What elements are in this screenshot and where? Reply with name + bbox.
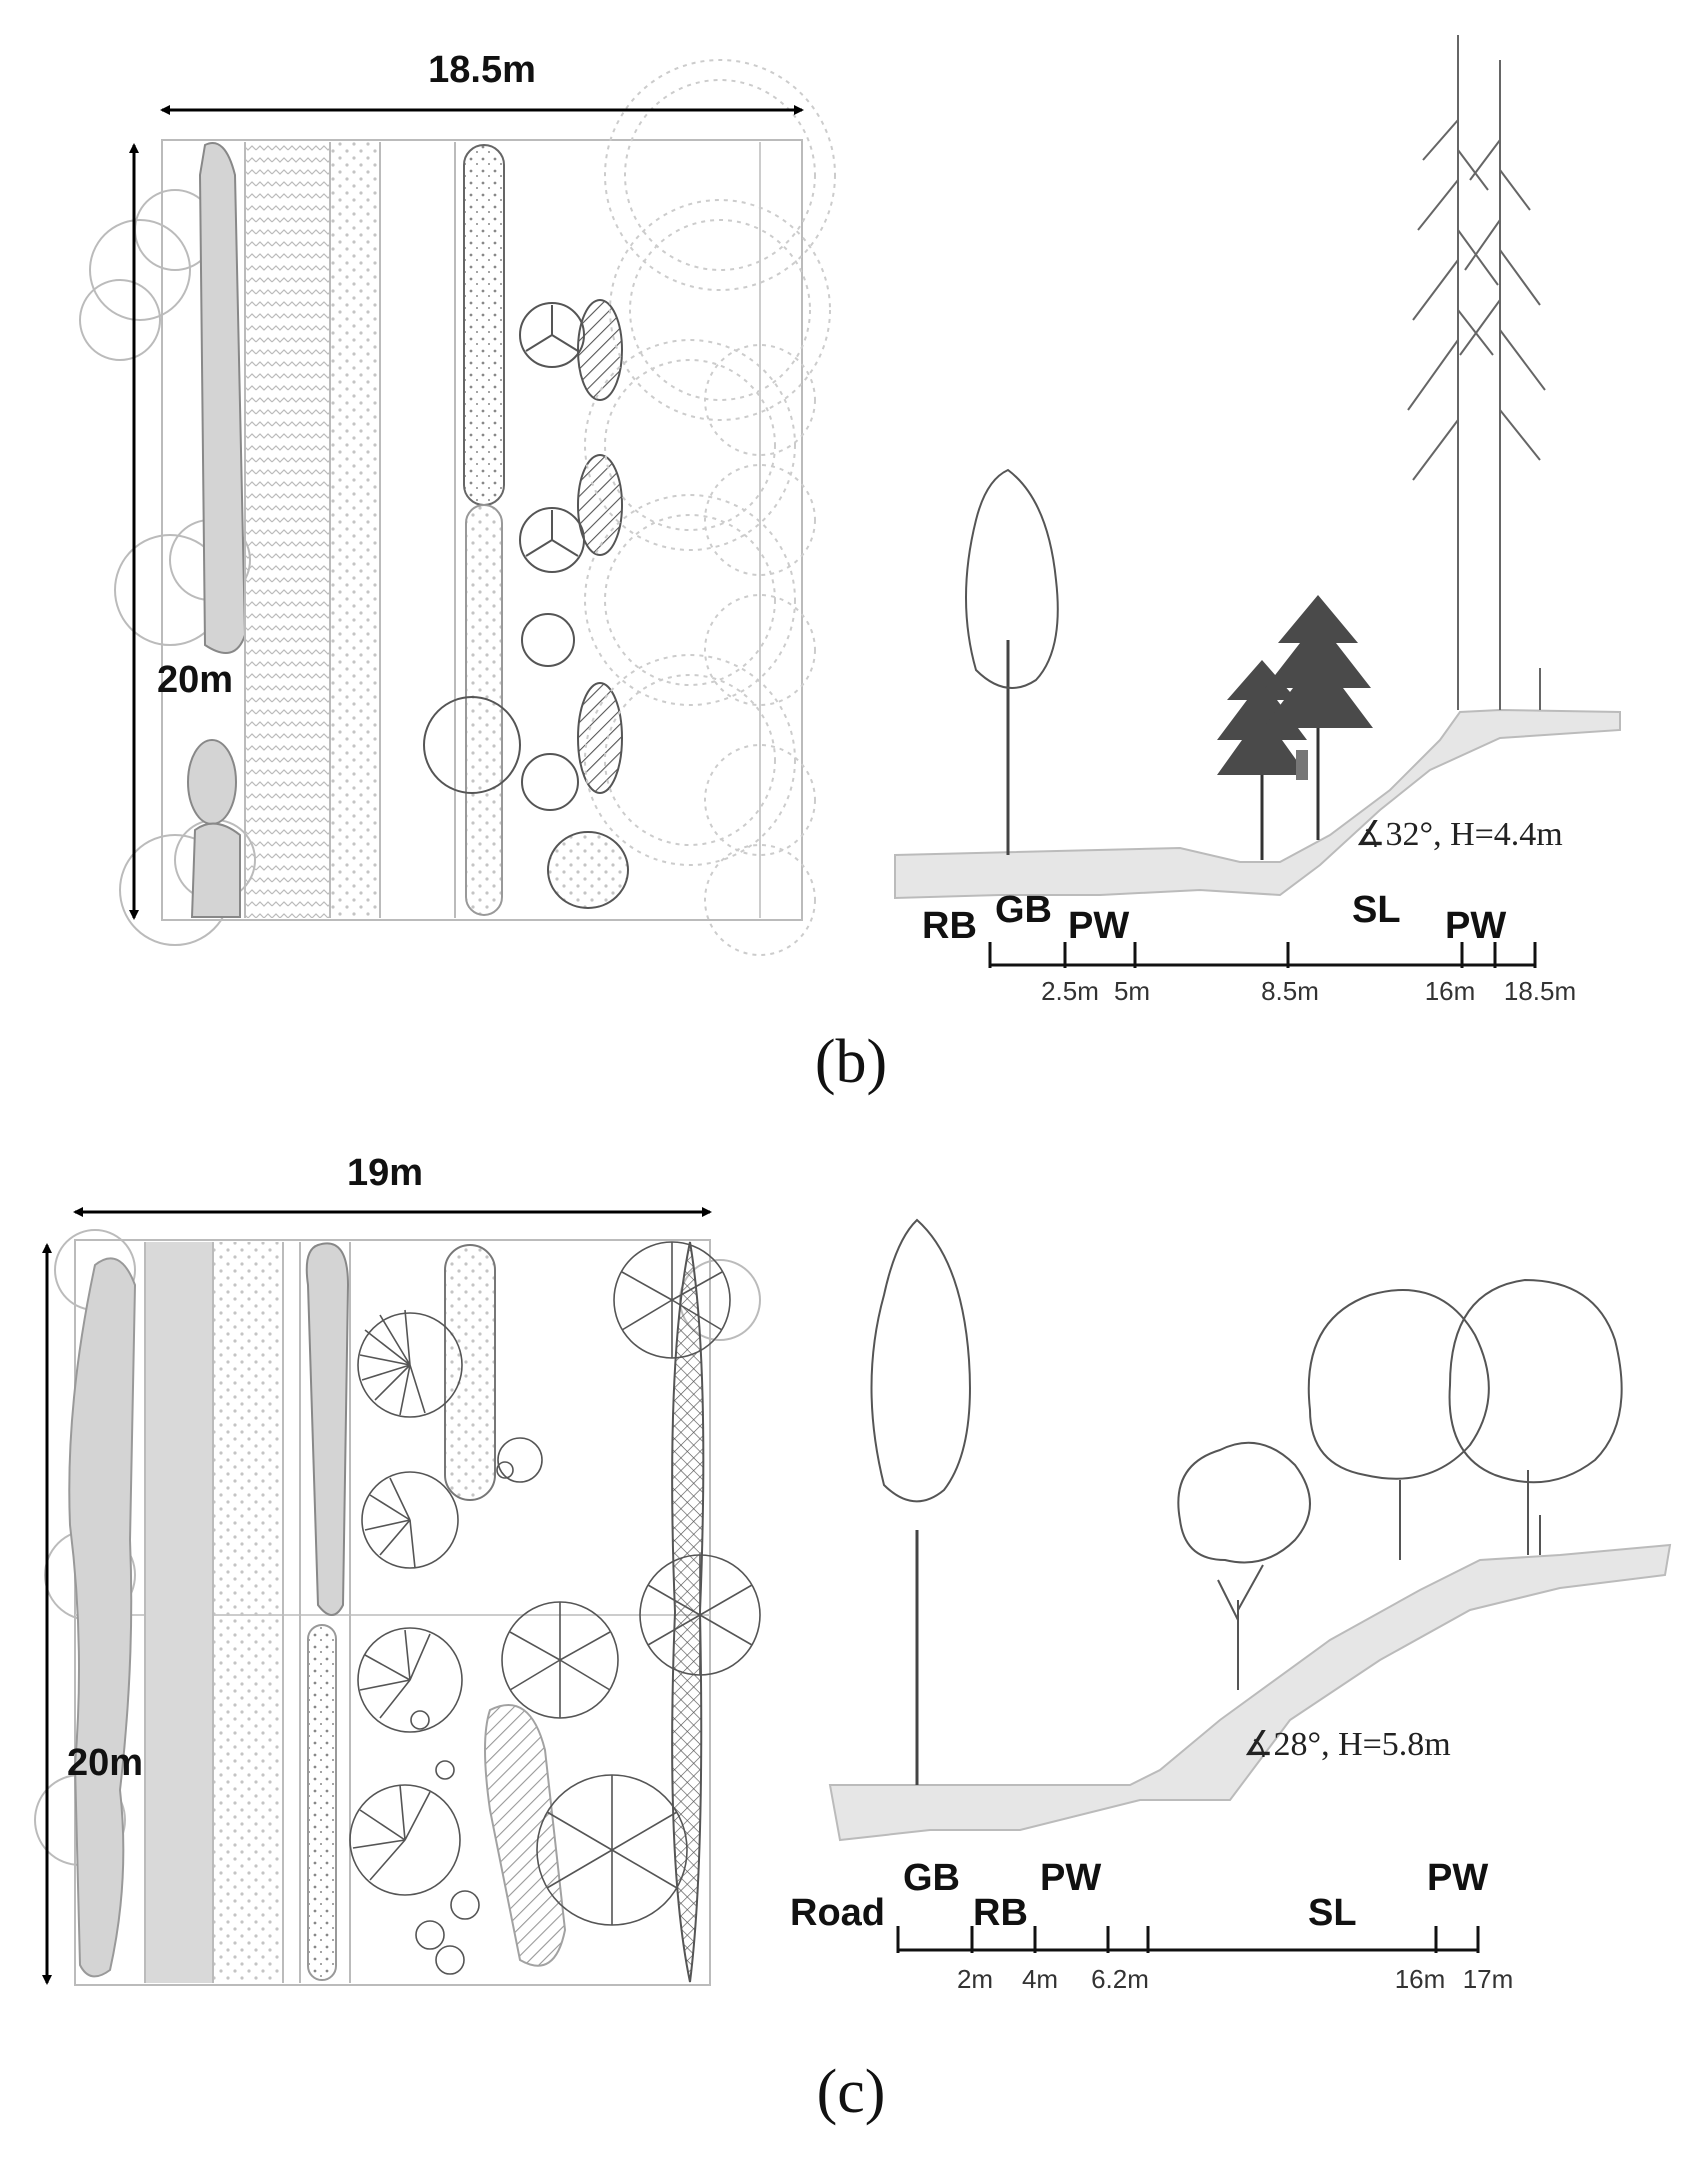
plan-b-hedge [463, 144, 505, 506]
section-c-scale-bar [896, 1926, 1480, 1953]
section-b-ground [894, 708, 1621, 900]
plan-c-strip [145, 1242, 213, 1983]
section-c-zone-gb: GB [903, 1857, 960, 1899]
section-c-zone-rb: RB [973, 1892, 1028, 1934]
section-c-poplar-canopy [870, 1218, 971, 1503]
plan-c-hatched-shrub [484, 1704, 567, 1967]
plan-c-crosshatch-hedge [671, 1241, 705, 1983]
section-b-zone-pw: PW [1068, 905, 1129, 947]
plan-b-hatched-shrub [577, 682, 623, 794]
plan-b-small-trees [423, 302, 629, 909]
plan-b-width-label: 18.5m [428, 49, 536, 91]
section-c-zone-sl: SL [1308, 1892, 1357, 1934]
plan-c-height-label: 20m [67, 1742, 143, 1784]
plan-b-hedge [465, 504, 503, 916]
panel-b-section: ∡32°, H=4.4m RB GB PW SL PW 2.5m 5m 8.5m… [894, 35, 1621, 1006]
plan-c-shrub [444, 1244, 496, 1501]
plan-b-green-belt-strip [245, 142, 330, 918]
section-c-zone-pw: PW [1040, 1857, 1101, 1899]
plan-c-strip [213, 1242, 283, 1983]
plan-c-hedge [307, 1624, 337, 1981]
section-c-tick: 16m [1395, 1964, 1446, 1994]
plan-b-hatched-shrub [577, 299, 623, 401]
section-c-broadleaf-trees [1307, 1278, 1623, 1560]
section-b-conifers [1217, 595, 1373, 860]
plan-c-width-label: 19m [347, 1152, 423, 1194]
plan-b-shrub [190, 822, 241, 918]
plan-c-fan-trees [349, 1309, 463, 1896]
section-c-tick: 6.2m [1091, 1964, 1149, 1994]
section-c-zone-road: Road [790, 1892, 885, 1934]
section-b-zone-pw2: PW [1445, 905, 1506, 947]
plan-c-hedge [305, 1242, 350, 1616]
panel-c-section: ∡28°, H=5.8m Road GB RB PW SL PW 2m 4m 6… [790, 1218, 1672, 1994]
plan-b-shrub [187, 739, 237, 825]
section-c-tick: 17m [1463, 1964, 1514, 1994]
section-b-zone-sl: SL [1352, 889, 1401, 931]
section-c-slope-label: ∡28°, H=5.8m [1243, 1726, 1451, 1763]
section-c-ground [828, 1543, 1672, 1842]
section-b-tick: 18.5m [1504, 976, 1576, 1006]
section-b-tall-trees [1407, 35, 1546, 710]
panel-c-plan: 19m 20m [34, 1152, 761, 1986]
section-b-scale-bar [988, 942, 1537, 968]
panel-b-plan: 18.5m 20m [79, 49, 836, 956]
section-c-middle-tree [1177, 1441, 1311, 1690]
section-b-tick: 16m [1425, 976, 1476, 1006]
section-c-tick: 4m [1022, 1964, 1058, 1994]
section-c-zone-pw2: PW [1427, 1857, 1488, 1899]
plan-c-round-trees [410, 1241, 761, 1975]
plan-b-tree-canopies [584, 59, 836, 956]
section-c-tick: 2m [957, 1964, 993, 1994]
section-b-zone-rb: RB [922, 905, 977, 947]
plan-b-height-label: 20m [157, 659, 233, 701]
section-b-tick: 8.5m [1261, 976, 1319, 1006]
section-b-slope-label: ∡32°, H=4.4m [1355, 816, 1563, 853]
plan-c-shrub-band [68, 1257, 137, 1978]
section-b-zone-gb: GB [995, 889, 1052, 931]
section-b-tick: 5m [1114, 976, 1150, 1006]
plan-b-strip [330, 142, 380, 918]
section-b-tick: 2.5m [1041, 976, 1099, 1006]
section-b-poplar-canopy [965, 468, 1059, 689]
caption-c: (c) [817, 2058, 886, 2126]
caption-b: (b) [815, 1028, 887, 1096]
